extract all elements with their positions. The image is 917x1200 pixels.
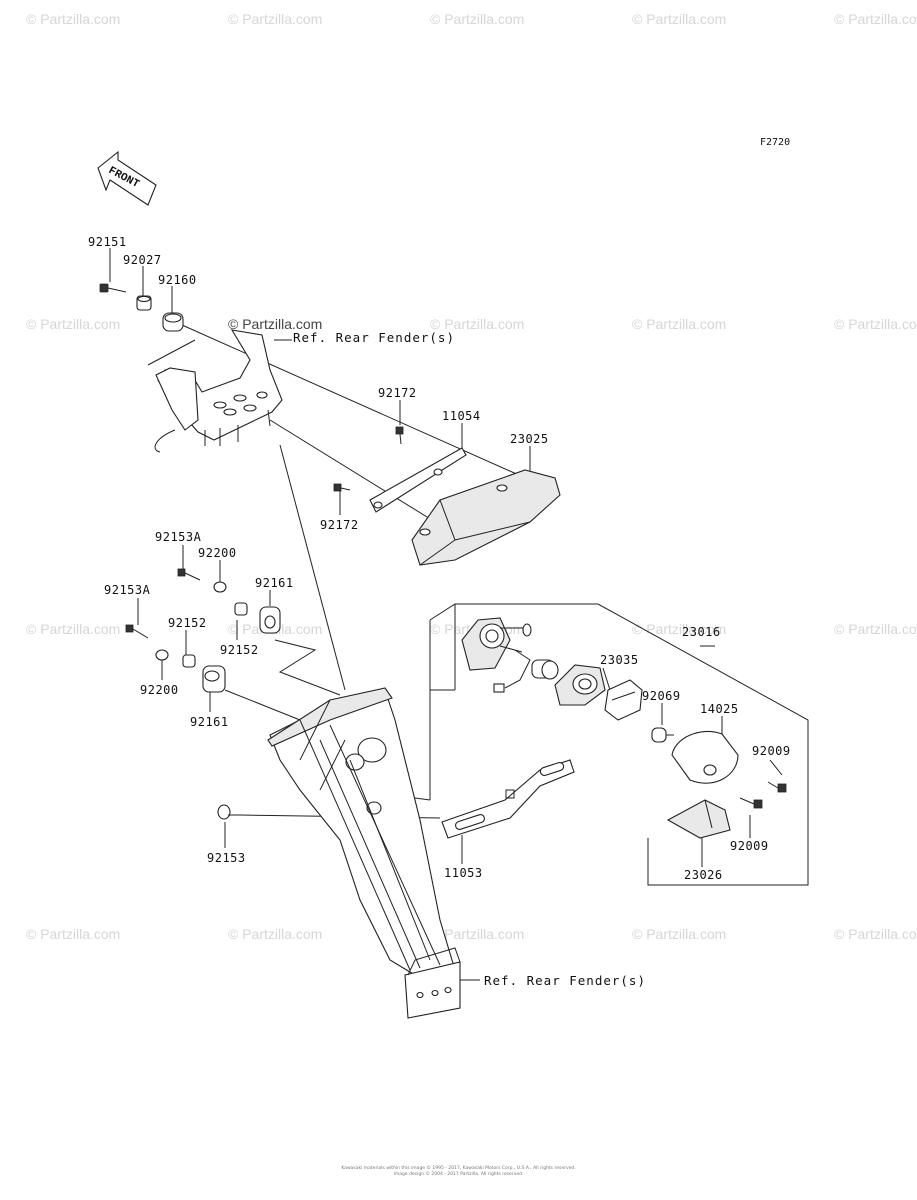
watermark: © Partzilla.com	[430, 926, 525, 942]
collar-92152-bot-icon	[182, 654, 196, 668]
part-label-92152-left[interactable]: 92152	[168, 616, 207, 630]
grommet-92160-icon	[162, 312, 184, 332]
part-label-92151[interactable]: 92151	[88, 235, 127, 249]
watermark: © Partzilla.com	[430, 316, 525, 332]
reflector	[411, 469, 561, 566]
lamp-socket-wiring	[493, 649, 559, 693]
bolt-92151-icon	[99, 283, 127, 293]
part-label-92161-bot[interactable]: 92161	[190, 715, 229, 729]
license-lamp-bracket	[441, 759, 575, 839]
watermark: © Partzilla.com	[632, 11, 727, 27]
part-label-92009-bot[interactable]: 92009	[730, 839, 769, 853]
screw-92009-bot-icon	[739, 797, 763, 809]
watermark: © Partzilla.com	[430, 11, 525, 27]
part-label-92161-top[interactable]: 92161	[255, 576, 294, 590]
watermark: © Partzilla.com	[228, 11, 323, 27]
screw-92153a-top-icon	[177, 568, 201, 581]
part-label-92200-top[interactable]: 92200	[198, 546, 237, 560]
grommet-92161-bot-icon	[202, 665, 226, 693]
license-mount	[404, 947, 461, 1019]
watermark: © Partzilla.com	[834, 316, 917, 332]
diagram-code: F2720	[760, 137, 791, 148]
washer-92200-top-icon	[213, 581, 227, 593]
part-label-23035[interactable]: 23035	[600, 653, 639, 667]
part-label-14025[interactable]: 14025	[700, 702, 739, 716]
bulb-92069-icon	[651, 727, 674, 743]
screw-92009-top-icon	[767, 781, 787, 793]
part-label-92009-top[interactable]: 92009	[752, 744, 791, 758]
watermark: © Partzilla.com	[26, 316, 121, 332]
tail-bracket	[154, 329, 283, 453]
watermark: © Partzilla.com	[632, 926, 727, 942]
watermark: © Partzilla.com	[26, 621, 121, 637]
watermark: © Partzilla.com	[834, 621, 917, 637]
watermark: © Partzilla.com	[834, 926, 917, 942]
part-label-92152-right[interactable]: 92152	[220, 643, 259, 657]
copyright-line: Image design © 2004 - 2017 Partzilla. Al…	[393, 1172, 524, 1177]
copyright-line: Kawasaki materials within this image © 1…	[341, 1166, 576, 1171]
lamp-cover-23026	[666, 799, 731, 839]
part-label-92200-bot[interactable]: 92200	[140, 683, 179, 697]
part-label-23026[interactable]: 23026	[684, 868, 723, 882]
part-label-92027[interactable]: 92027	[123, 253, 162, 267]
part-label-92160[interactable]: 92160	[158, 273, 197, 287]
bolt-92153-icon	[217, 804, 240, 820]
grommet-92161-top-icon	[259, 606, 281, 634]
rear-fender-body	[267, 687, 456, 976]
part-label-92153a-bot[interactable]: 92153A	[104, 583, 151, 597]
reflector-bracket	[369, 426, 467, 513]
watermark: © Partzilla.com	[834, 11, 917, 27]
part-label-92172-bot[interactable]: 92172	[320, 518, 359, 532]
lamp-lens-14025	[671, 730, 739, 784]
watermark: © Partzilla.com	[228, 316, 323, 332]
part-label-11053[interactable]: 11053	[444, 866, 483, 880]
part-label-11054[interactable]: 11054	[442, 409, 481, 423]
part-label-92153a-top[interactable]: 92153A	[155, 530, 202, 544]
watermark: © Partzilla.com	[632, 621, 727, 637]
lamp-base	[554, 664, 606, 706]
part-label-23025[interactable]: 23025	[510, 432, 549, 446]
part-label-92153[interactable]: 92153	[207, 851, 246, 865]
watermark: © Partzilla.com	[228, 926, 323, 942]
copyright-notice: Kawasaki materials within this image © 1…	[0, 1166, 917, 1178]
lamp-clip-23035	[604, 679, 643, 721]
collar-92152-top-icon	[234, 602, 248, 616]
screw-92153a-bot-icon	[125, 624, 149, 639]
part-label-23016[interactable]: 23016	[682, 625, 721, 639]
lamp-housing	[461, 617, 532, 671]
part-label-92069[interactable]: 92069	[642, 689, 681, 703]
part-label-92172-top[interactable]: 92172	[378, 386, 417, 400]
watermark: © Partzilla.com	[26, 926, 121, 942]
screw-92172-icon	[333, 483, 351, 492]
watermark: © Partzilla.com	[632, 316, 727, 332]
watermark: © Partzilla.com	[26, 11, 121, 27]
washer-92200-bot-icon	[155, 649, 169, 661]
collar-92027-icon	[136, 295, 152, 311]
ref-rear-fender-bottom[interactable]: Ref. Rear Fender(s)	[484, 973, 646, 988]
ref-rear-fender-top[interactable]: Ref. Rear Fender(s)	[293, 330, 455, 345]
front-arrow-icon: FRONT	[97, 150, 157, 206]
